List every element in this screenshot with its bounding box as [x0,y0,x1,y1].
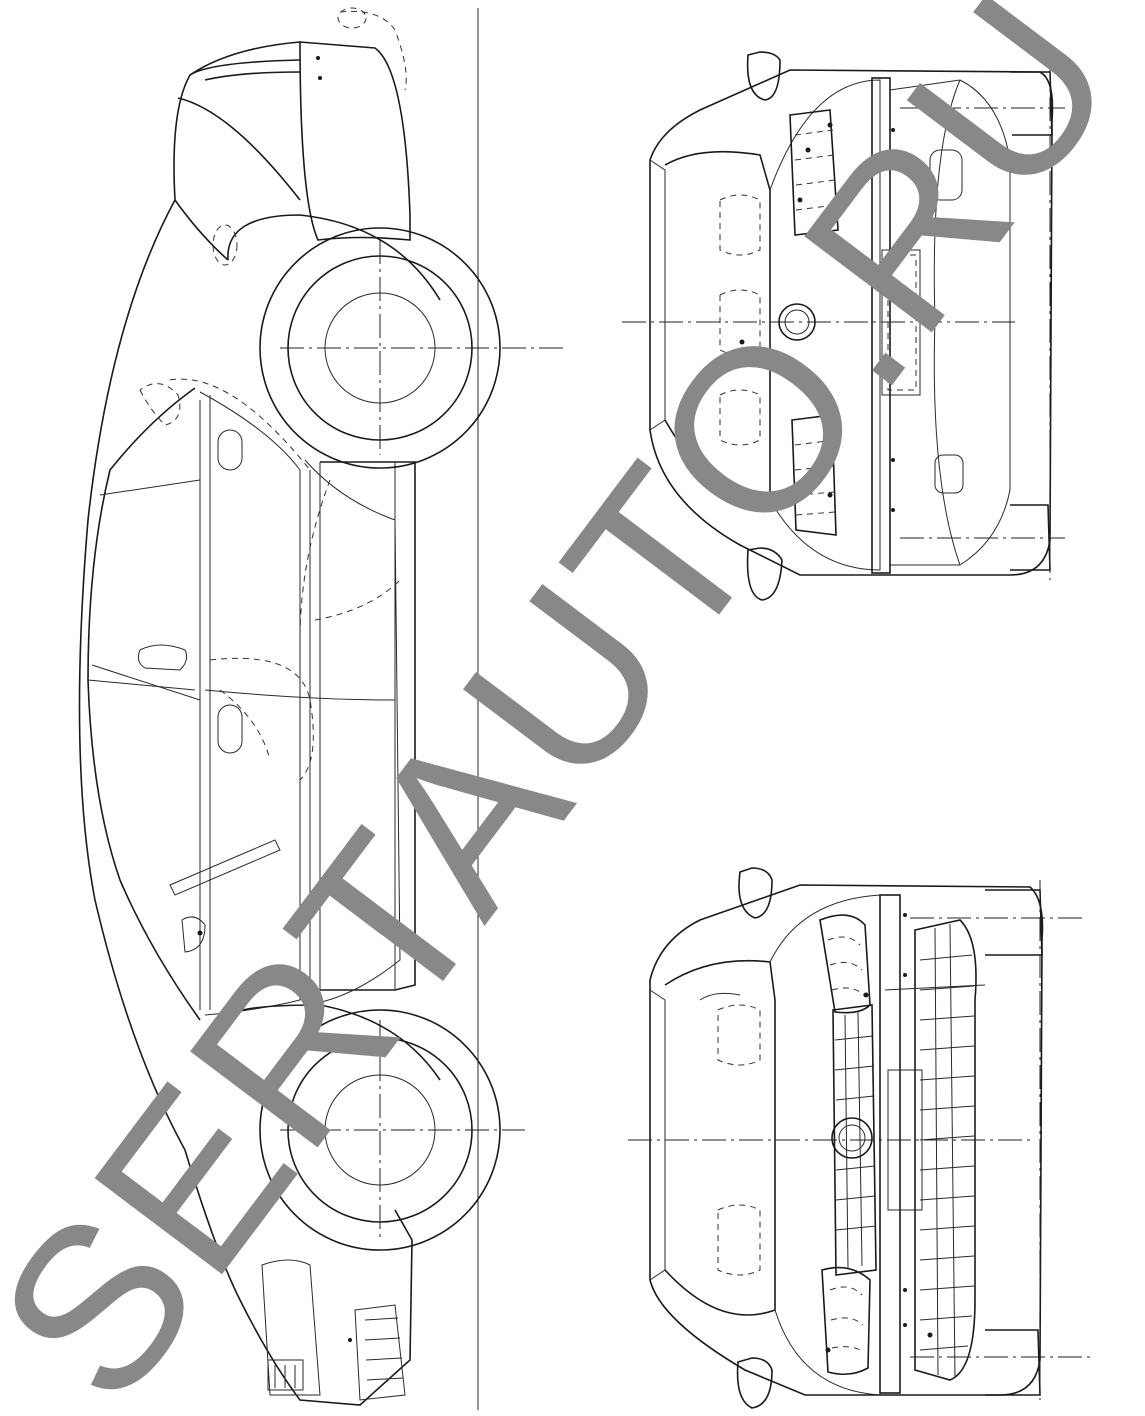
front-view [628,867,1090,1409]
side-view [78,7,565,1410]
rear-view [622,51,1065,601]
